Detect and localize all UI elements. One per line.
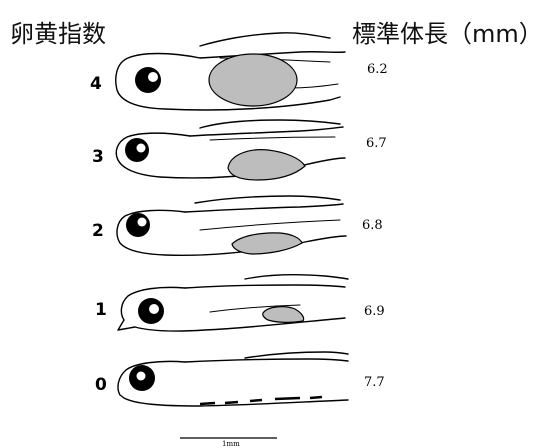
scale-bar-label: 1mm bbox=[222, 440, 240, 448]
larva-row-2: 2 6.8 bbox=[92, 196, 383, 255]
yolk-sac bbox=[263, 307, 304, 323]
yolk-index-label: 4 bbox=[90, 74, 102, 94]
eye-icon bbox=[135, 67, 161, 93]
standard-length-value: 6.7 bbox=[366, 136, 387, 151]
yolk-index-label: 1 bbox=[95, 300, 107, 320]
larva-row-1: 1 6.9 bbox=[95, 275, 385, 331]
standard-length-value: 6.9 bbox=[364, 304, 385, 319]
yolk-index-label: 0 bbox=[95, 375, 107, 395]
larva-drawing bbox=[116, 33, 345, 110]
yolk-sac bbox=[209, 54, 297, 106]
larva-row-4: 4 6.2 bbox=[90, 33, 388, 110]
yolk-sac bbox=[232, 233, 302, 254]
larva-drawing bbox=[117, 196, 346, 255]
larva-row-3: 3 6.7 bbox=[92, 120, 387, 180]
pigment-marks bbox=[200, 397, 322, 404]
yolk-index-label: 2 bbox=[92, 221, 104, 241]
larva-drawing bbox=[116, 120, 345, 180]
yolk-sac bbox=[228, 150, 305, 180]
larva-row-0: 0 7.7 bbox=[95, 352, 385, 406]
standard-length-value: 7.7 bbox=[364, 375, 385, 390]
larva-drawing bbox=[118, 275, 348, 331]
yolk-index-label: 3 bbox=[92, 147, 104, 167]
eye-icon bbox=[126, 213, 150, 237]
larva-drawing bbox=[118, 352, 348, 406]
standard-length-value: 6.8 bbox=[362, 218, 383, 233]
standard-length-value: 6.2 bbox=[367, 62, 388, 77]
scale-bar: 1mm bbox=[180, 438, 277, 448]
